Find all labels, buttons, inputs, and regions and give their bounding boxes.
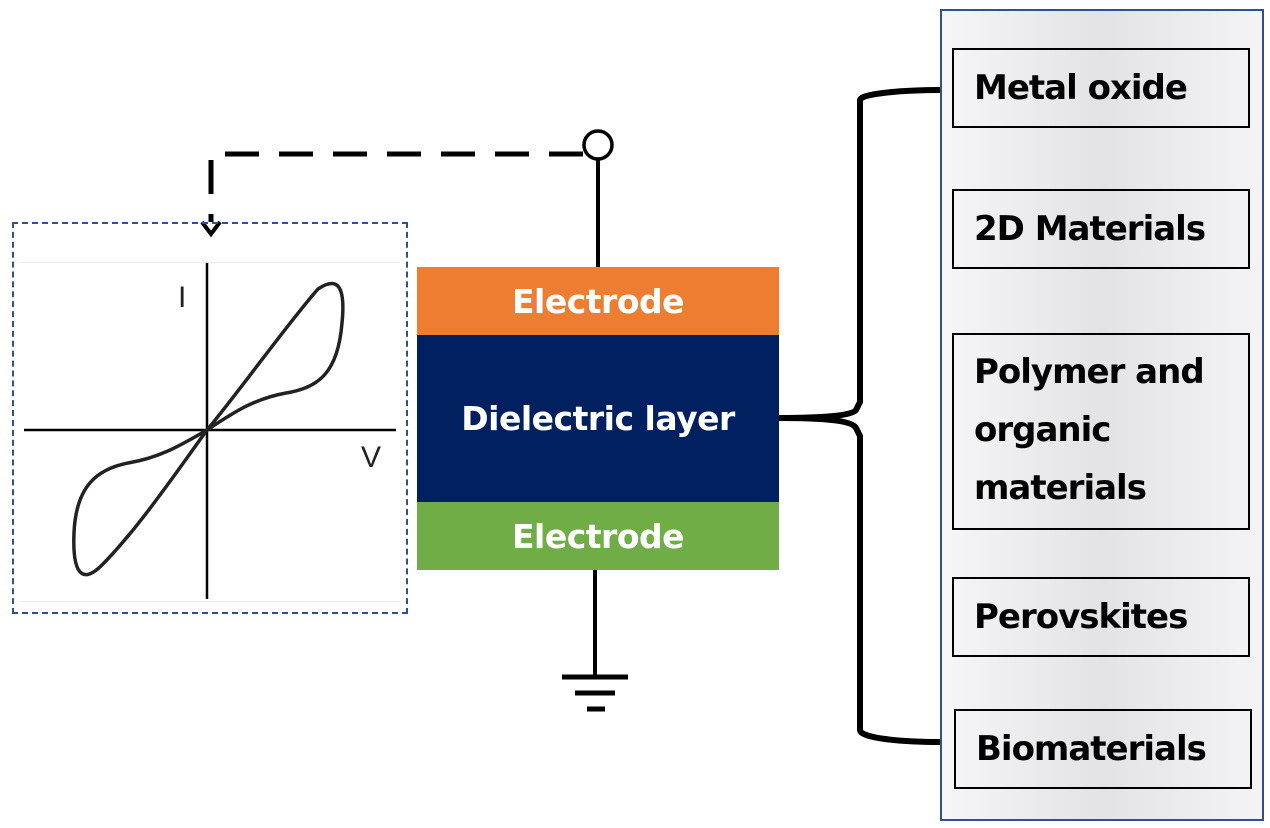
material-box-polymer-organic: Polymer and organic materials (952, 333, 1250, 530)
dashed-feedback-line (208, 151, 583, 222)
material-label: Biomaterials (976, 729, 1207, 769)
arrowhead-icon (200, 220, 222, 238)
iv-curve-chart (24, 263, 396, 599)
material-label: Metal oxide (974, 68, 1188, 108)
material-label: Polymer and organic materials (974, 352, 1205, 508)
dielectric-label: Dielectric layer (461, 399, 735, 438)
dielectric-layer: Dielectric layer (417, 335, 779, 502)
curly-brace (778, 87, 941, 745)
iv-plot-frame (12, 222, 408, 614)
material-box-perovskites: Perovskites (952, 577, 1250, 657)
material-box-2d-materials: 2D Materials (952, 189, 1250, 269)
voltage-terminal-icon (582, 129, 614, 161)
y-axis-label: I (178, 281, 187, 314)
ground-icon (562, 674, 628, 712)
iv-plot: I V (18, 262, 400, 602)
x-axis-label: V (361, 441, 382, 474)
materials-panel: Metal oxide 2D Materials Polymer and org… (940, 9, 1264, 821)
bottom-electrode-layer: Electrode (417, 502, 779, 570)
hysteresis-loop (72, 281, 345, 577)
material-box-metal-oxide: Metal oxide (952, 48, 1250, 128)
material-label: 2D Materials (974, 209, 1206, 249)
top-electrode-label: Electrode (511, 281, 685, 321)
material-box-biomaterials: Biomaterials (954, 709, 1252, 789)
top-electrode-layer: Electrode (417, 267, 779, 335)
material-label: Perovskites (974, 597, 1188, 637)
bottom-electrode-label: Electrode (511, 516, 685, 556)
